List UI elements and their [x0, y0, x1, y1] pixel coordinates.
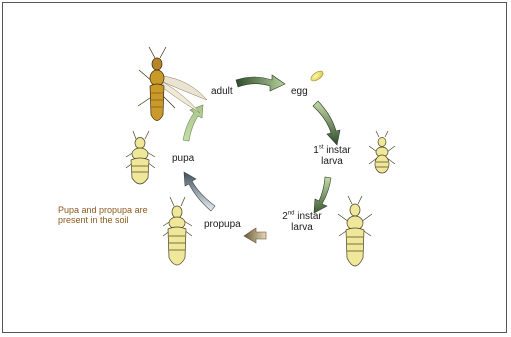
arrow-pupa-to-adult — [183, 105, 203, 141]
arrow-larva2-to-propupa — [244, 228, 266, 243]
stage-label-propupa: propupa — [204, 219, 241, 230]
stage-label-first-instar-larva: 1st instar larva — [306, 145, 358, 167]
arrow-adult-to-egg — [236, 75, 285, 91]
stage-label-second-instar-larva: 2nd instar larva — [276, 211, 328, 233]
second-instar-suffix: nd — [288, 211, 295, 217]
second-instar-larva-word: larva — [291, 222, 313, 233]
stage-label-adult: adult — [211, 86, 233, 97]
pupa-illustration — [126, 131, 155, 184]
first-instar-word: instar — [324, 145, 351, 156]
adult-thrips-illustration — [138, 47, 207, 121]
second-instar-larva-illustration — [338, 196, 372, 266]
first-instar-larva-illustration — [369, 131, 395, 173]
second-instar-word: instar — [295, 211, 322, 222]
egg-illustration — [309, 69, 324, 83]
soil-note: Pupa and propupa are present in the soil — [58, 205, 148, 225]
arrow-egg-to-larva1 — [313, 101, 340, 145]
propupa-illustration — [163, 197, 192, 265]
stage-label-egg: egg — [291, 86, 308, 97]
arrow-larva1-to-larva2 — [314, 177, 331, 213]
arrow-propupa-to-pupa — [184, 172, 215, 211]
first-instar-larva-word: larva — [321, 156, 343, 167]
stage-label-pupa: pupa — [172, 153, 194, 164]
